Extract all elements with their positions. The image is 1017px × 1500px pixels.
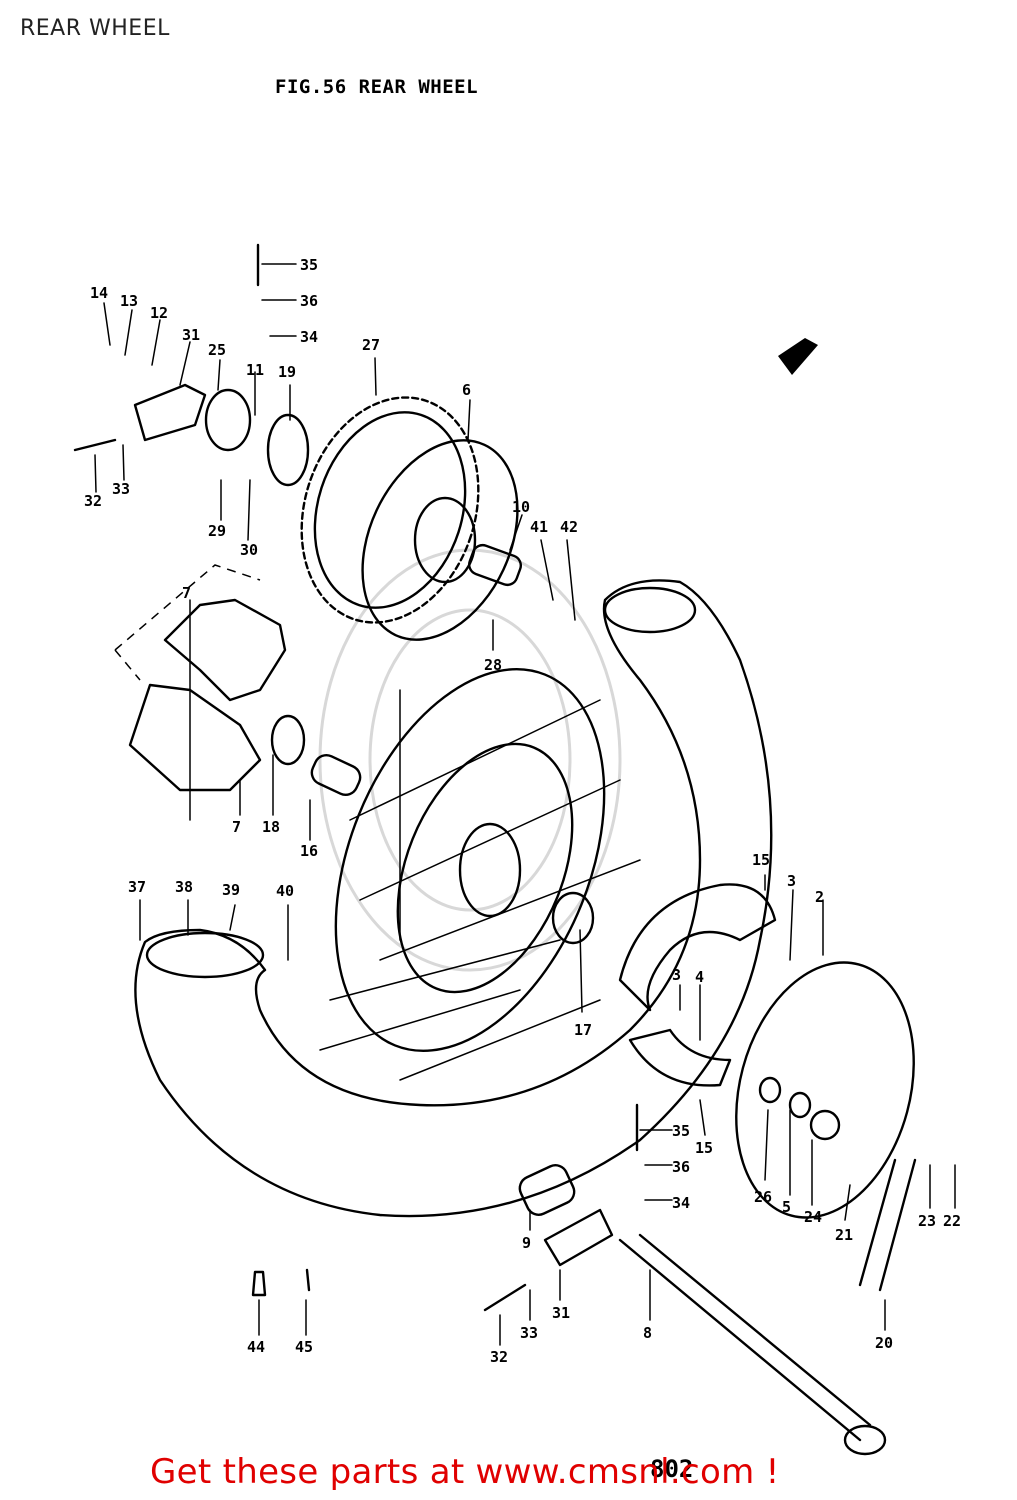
callout: 32 bbox=[490, 1348, 508, 1366]
figure-name: REAR WHEEL bbox=[358, 76, 479, 98]
valve-core-45 bbox=[305, 1268, 311, 1292]
callout: 31 bbox=[552, 1304, 570, 1322]
callout: 45 bbox=[295, 1338, 313, 1356]
sprocket-drum bbox=[361, 439, 523, 641]
axle-head bbox=[843, 1424, 887, 1456]
callout: 5 bbox=[782, 1198, 791, 1216]
callout: 36 bbox=[300, 292, 318, 310]
page-title: REAR WHEEL bbox=[20, 16, 170, 41]
callout: 35 bbox=[672, 1122, 690, 1140]
callout: 13 bbox=[120, 292, 138, 310]
callout: 41 bbox=[530, 518, 548, 536]
rear-wheel-rim bbox=[319, 667, 641, 1081]
callout: 7 bbox=[182, 584, 191, 602]
callout: 19 bbox=[278, 363, 296, 381]
figure-title: FIG.56 REAR WHEEL bbox=[275, 76, 490, 98]
callout: 14 bbox=[90, 284, 108, 302]
callout: 37 bbox=[128, 878, 146, 896]
callout: 20 bbox=[875, 1334, 893, 1352]
cush-drive-dampers bbox=[114, 564, 287, 792]
callout: 30 bbox=[240, 541, 258, 559]
footer-link[interactable]: Get these parts at www.cmsnl.com ! bbox=[150, 1452, 780, 1492]
callout: 38 bbox=[175, 878, 193, 896]
figure-number: FIG.56 bbox=[275, 76, 347, 98]
callout: 42 bbox=[560, 518, 578, 536]
watermark-logo bbox=[318, 548, 622, 972]
callout: 27 bbox=[362, 336, 380, 354]
callout: 40 bbox=[276, 882, 294, 900]
callout: 17 bbox=[574, 1021, 592, 1039]
bolt-32-bottom bbox=[483, 1283, 527, 1312]
tire-end-top bbox=[603, 586, 697, 634]
torque-link bbox=[858, 1158, 917, 1292]
callout: 44 bbox=[247, 1338, 265, 1356]
callout: 8 bbox=[643, 1324, 652, 1342]
callout: 26 bbox=[754, 1188, 772, 1206]
callout: 24 bbox=[804, 1208, 822, 1226]
callout: 6 bbox=[462, 381, 471, 399]
callout: 28 bbox=[484, 656, 502, 674]
callout: 25 bbox=[208, 341, 226, 359]
callout: 3 bbox=[787, 872, 796, 890]
callout: 15 bbox=[752, 851, 770, 869]
callout: 21 bbox=[835, 1226, 853, 1244]
callout: 11 bbox=[246, 361, 264, 379]
leader-lines bbox=[94, 263, 956, 1346]
callout: 2 bbox=[815, 888, 824, 906]
valve-cap-44 bbox=[251, 1270, 267, 1297]
callout: 29 bbox=[208, 522, 226, 540]
tire-end-left bbox=[145, 931, 265, 979]
brake-panel bbox=[735, 961, 915, 1219]
callout: 34 bbox=[300, 328, 318, 346]
callout: 32 bbox=[84, 492, 102, 510]
callout: 7 bbox=[232, 818, 241, 836]
callout: 10 bbox=[512, 498, 530, 516]
callout: 39 bbox=[222, 881, 240, 899]
callout: 15 bbox=[695, 1139, 713, 1157]
spacer-9 bbox=[518, 1164, 576, 1216]
chain-adjuster-left bbox=[133, 383, 207, 442]
callout: 4 bbox=[695, 968, 704, 986]
callout: 16 bbox=[300, 842, 318, 860]
callout-labels: 35 36 34 27 14 13 12 31 25 11 19 6 10 41… bbox=[84, 256, 961, 1366]
callout: 31 bbox=[182, 326, 200, 344]
callout: 3 bbox=[672, 966, 681, 984]
callout: 9 bbox=[522, 1234, 531, 1252]
bolt-32-top bbox=[73, 438, 117, 452]
page-code: 802 bbox=[650, 1455, 694, 1483]
callout: 18 bbox=[262, 818, 280, 836]
callout: 35 bbox=[300, 256, 318, 274]
callout: 33 bbox=[112, 480, 130, 498]
rear-axle bbox=[618, 1233, 872, 1442]
chain-adjuster-right bbox=[543, 1208, 614, 1267]
hub-bearings bbox=[204, 388, 595, 945]
callout: 33 bbox=[520, 1324, 538, 1342]
callout: 23 bbox=[918, 1212, 936, 1230]
rear-sprocket bbox=[300, 396, 480, 624]
direction-arrow-icon bbox=[778, 338, 818, 375]
rear-tire bbox=[134, 579, 773, 1218]
callout: 36 bbox=[672, 1158, 690, 1176]
callout: 22 bbox=[943, 1212, 961, 1230]
brake-shoes bbox=[618, 883, 777, 1087]
callout: 34 bbox=[672, 1194, 690, 1212]
callout: 12 bbox=[150, 304, 168, 322]
